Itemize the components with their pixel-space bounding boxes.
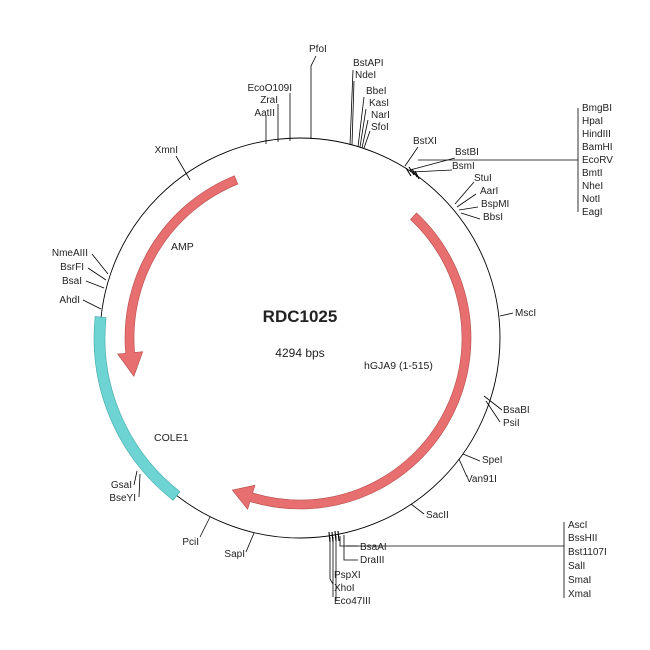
site-bspmi[interactable]: BspMI [481, 199, 509, 210]
site-eco47iii[interactable]: Eco47III [334, 596, 371, 607]
feature-hgja9-label: hGJA9 (1-515) [364, 360, 433, 372]
site-nari[interactable]: NarI [371, 110, 390, 121]
site-bstxi[interactable]: BstXI [413, 136, 437, 147]
site-stui[interactable]: StuI [474, 173, 492, 184]
site-ecoo109i[interactable]: EcoO109I [248, 83, 292, 94]
site-xmni[interactable]: XmnI [155, 145, 178, 156]
site-bseyi[interactable]: BseYI [109, 493, 136, 504]
site-mcs1-nhei[interactable]: NheI [582, 181, 603, 192]
site-sapi[interactable]: SapI [224, 549, 245, 560]
site-mcs1-ecorv[interactable]: EcoRV [582, 155, 613, 166]
site-pfoi[interactable]: PfoI [309, 44, 327, 55]
site-bstbi[interactable]: BstBI [455, 147, 479, 158]
site-mcs2-bsshii[interactable]: BssHII [568, 533, 597, 544]
feature-cole1-block[interactable] [93, 316, 181, 501]
site-mcs1-hindiii[interactable]: HindIII [582, 129, 611, 140]
site-bstapi[interactable]: BstAPI [353, 58, 384, 69]
site-aatii[interactable]: AatII [254, 108, 275, 119]
site-bsai[interactable]: BsaI [62, 276, 82, 287]
feature-amp-label: AMP [171, 241, 194, 253]
site-bsaai[interactable]: BsaAI [360, 542, 387, 553]
site-mcs1-bamhi[interactable]: BamHI [582, 142, 613, 153]
site-mcs2-asci[interactable]: AscI [568, 520, 587, 531]
site-sfoi[interactable]: SfoI [371, 122, 389, 133]
site-bsrfi[interactable]: BsrFI [60, 262, 84, 273]
site-mcs2-xmai[interactable]: XmaI [568, 589, 591, 600]
plasmid-size: 4294 bps [275, 346, 324, 360]
site-mcs1-bmti[interactable]: BmtI [582, 168, 603, 179]
site-gsai[interactable]: GsaI [111, 480, 132, 491]
site-van91i[interactable]: Van91I [466, 474, 497, 485]
site-mcs2-sali[interactable]: SalI [568, 561, 585, 572]
site-psii[interactable]: PsiI [503, 418, 520, 429]
site-mcs1-bmgbi[interactable]: BmgBI [582, 103, 612, 114]
site-ticks [328, 166, 420, 543]
site-nmeaiii[interactable]: NmeAIII [52, 248, 88, 259]
site-sacii[interactable]: SacII [426, 510, 449, 521]
site-pcii[interactable]: PciI [182, 537, 199, 548]
site-mcs1-noti[interactable]: NotI [582, 194, 600, 205]
site-pspxi[interactable]: PspXI [334, 570, 361, 581]
site-kasi[interactable]: KasI [369, 98, 389, 109]
site-labels: PfoI EcoO109I ZraI AatII BstAPI NdeI Bbe… [52, 44, 613, 607]
site-bbei[interactable]: BbeI [366, 86, 387, 97]
feature-cole1-label: COLE1 [154, 432, 189, 444]
site-bbsi[interactable]: BbsI [483, 212, 503, 223]
site-xhoi[interactable]: XhoI [334, 583, 355, 594]
site-leaders [82, 55, 579, 601]
site-ndei[interactable]: NdeI [355, 70, 376, 81]
site-zrai[interactable]: ZraI [260, 95, 278, 106]
site-mcs1-eagi[interactable]: EagI [582, 207, 603, 218]
plasmid-name: RDC1025 [263, 307, 338, 326]
site-ahdi[interactable]: AhdI [59, 295, 80, 306]
site-spei[interactable]: SpeI [482, 455, 503, 466]
site-aari[interactable]: AarI [480, 186, 498, 197]
site-draiii[interactable]: DraIII [360, 555, 384, 566]
site-bsabi[interactable]: BsaBI [503, 405, 530, 416]
site-mcs2-smai[interactable]: SmaI [568, 575, 591, 586]
site-mcs1-hpai[interactable]: HpaI [582, 116, 603, 127]
site-mcs2-bst1107i[interactable]: Bst1107I [568, 547, 607, 558]
feature-amp-arrow[interactable] [117, 175, 239, 377]
site-bsmi[interactable]: BsmI [452, 161, 475, 172]
site-msci[interactable]: MscI [515, 308, 536, 319]
feature-hgja9-arrow[interactable] [231, 212, 472, 510]
